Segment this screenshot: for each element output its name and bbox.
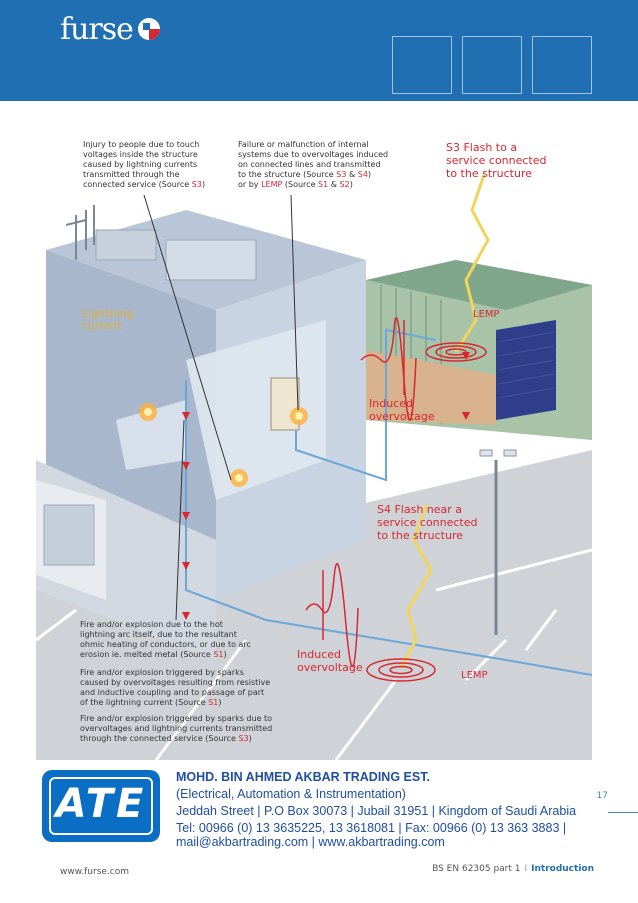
company-division: (Electrical, Automation & Instrumentatio… [176,787,406,801]
footer-section[interactable]: Introduction [531,864,594,874]
fire-glows [139,403,308,487]
page-header: furse [0,0,638,101]
page-number-rule [608,812,638,813]
label-s3-flash: S3 Flash to a service connected to the s… [446,141,547,180]
company-web[interactable]: mail@akbartrading.com | www.akbartrading… [176,835,445,849]
roof-antenna [65,205,95,260]
parking-lines [36,548,592,760]
furse-logo: furse [60,12,134,47]
footer-url[interactable]: www.furse.com [60,867,129,877]
callout-fire-service: Fire and/or explosion triggered by spark… [80,714,273,743]
lightning-risk-illustration: Injury to people due to touch voltages i… [36,120,592,760]
label-lightning-current: Lightning current [82,307,134,332]
lemp-rings [366,342,487,682]
header-nav-box-1[interactable] [392,36,452,94]
label-induced-overvoltage-bottom: Induced overvoltage [297,648,363,674]
overvoltage-waveforms [305,317,417,668]
lightning-bolts [399,174,490,669]
callout-injury: Injury to people due to touch voltages i… [83,140,206,189]
footer-separator: I [524,864,528,874]
furse-logo-mark-icon [138,18,160,40]
label-induced-overvoltage-top: Induced overvoltage [369,397,435,423]
car-park-ground [36,450,592,760]
callout-leaders [143,194,299,621]
callout-fire-sparks: Fire and/or explosion triggered by spark… [80,668,271,707]
header-nav-box-3[interactable] [532,36,592,94]
company-name: MOHD. BIN AHMED AKBAR TRADING EST. [176,770,430,784]
illustration-drawing [36,174,592,760]
callout-failure: Failure or malfunction of internal syste… [238,140,389,189]
label-s4-flash: S4 Flash near a service connected to the… [377,503,478,542]
light-pole [479,449,517,635]
company-address: Jeddah Street | P.O Box 30073 | Jubail 3… [176,804,577,818]
ate-logo: ATE [42,770,160,842]
label-lemp-top: LEMP [473,309,500,320]
footer-doc-title: BS EN 62305 part 1 [432,864,521,874]
callout-fire-arc: Fire and/or explosion due to the hot lig… [80,620,251,659]
label-lemp-bottom: LEMP [461,670,488,681]
warehouse-building [366,260,592,440]
main-building [36,205,592,676]
header-nav-box-2[interactable] [462,36,522,94]
page-number: 17 [596,791,608,801]
company-phone: Tel: 00966 (0) 13 3635225, 13 3618081 | … [176,821,567,835]
